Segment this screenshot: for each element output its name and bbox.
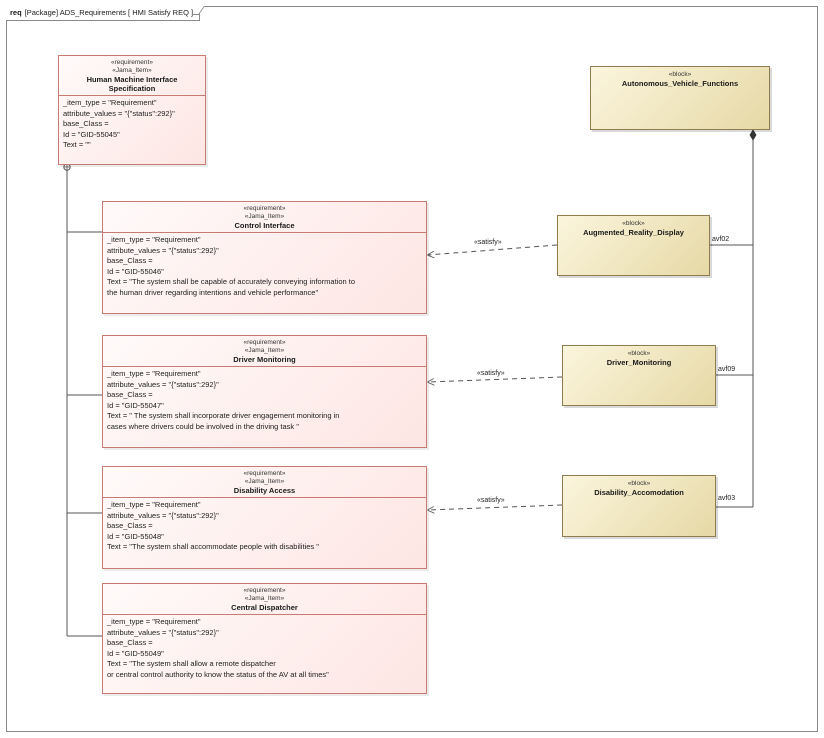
- requirement-attributes: _item_type = "Requirement" attribute_val…: [103, 615, 426, 682]
- stereotype-jama-item: «Jama_Item»: [244, 595, 285, 602]
- stereotype-block: «block»: [627, 350, 651, 357]
- stereotype-requirement: «requirement»: [111, 59, 153, 66]
- satisfy-line-control: [428, 244, 558, 255]
- attribute-line: base_Class =: [107, 390, 153, 399]
- attribute-line: _item_type = "Requirement": [63, 98, 157, 107]
- requirement-header: «requirement» «Jama_Item» Human Machine …: [59, 56, 205, 96]
- block-name: Augmented_Reality_Display: [583, 228, 684, 237]
- stereotype-jama-item: «Jama_Item»: [112, 67, 152, 74]
- stereotype-jama-item: «Jama_Item»: [244, 213, 285, 220]
- requirement-driver-monitoring[interactable]: «requirement» «Jama_Item» Driver Monitor…: [102, 335, 427, 448]
- requirement-name: Disability Access: [233, 486, 296, 495]
- block-augmented-reality-display[interactable]: «block» Augmented_Reality_Display: [557, 215, 710, 276]
- part-label-avf09: avf09: [718, 366, 736, 373]
- stereotype-jama-item: «Jama_Item»: [244, 478, 285, 485]
- attribute-line: Text = "The system shall accommodate peo…: [107, 542, 319, 551]
- frame-kind: req: [10, 8, 22, 17]
- stereotype-block: «block»: [668, 71, 692, 78]
- attribute-line: attribute_values = "{"status":292}": [107, 627, 219, 637]
- attribute-line: base_Class =: [107, 256, 153, 265]
- requirement-name: Human Machine Interface Specification: [86, 75, 178, 93]
- requirement-header: «requirement» «Jama_Item» Driver Monitor…: [103, 336, 426, 367]
- stereotype-block: «block»: [622, 220, 645, 227]
- requirement-header: «requirement» «Jama_Item» Central Dispat…: [103, 584, 426, 615]
- requirement-attributes: _item_type = "Requirement" attribute_val…: [59, 96, 205, 153]
- requirement-name: Driver Monitoring: [233, 355, 296, 364]
- stereotype-jama-item: «Jama_Item»: [244, 347, 285, 354]
- requirement-disability-access[interactable]: «requirement» «Jama_Item» Disability Acc…: [102, 466, 427, 569]
- attribute-line: _item_type = "Requirement": [107, 235, 201, 244]
- requirement-name: Control Interface: [234, 221, 295, 230]
- containment-tree: [66, 170, 102, 637]
- stereotype-requirement: «requirement»: [243, 205, 286, 212]
- requirement-attributes: _item_type = "Requirement" attribute_val…: [103, 498, 426, 555]
- diagram-frame: [6, 6, 818, 732]
- attribute-line: Id = "GID-55049": [107, 648, 164, 658]
- satisfy-line-disability: [428, 504, 563, 510]
- attribute-line: Text = "The system shall be capable of a…: [107, 277, 355, 286]
- requirement-hmi-specification[interactable]: «requirement» «Jama_Item» Human Machine …: [58, 55, 206, 165]
- requirement-attributes: _item_type = "Requirement" attribute_val…: [103, 367, 426, 434]
- attribute-line: Text = " The system shall incorporate dr…: [107, 411, 340, 420]
- attribute-line: Id = "GID-55048": [107, 531, 164, 541]
- block-name: Disability_Accomodation: [594, 488, 684, 497]
- attribute-line: Id = "GID-55047": [107, 400, 164, 410]
- attribute-line: Id = "GID-55045": [63, 129, 120, 139]
- satisfy-dependencies: [428, 244, 563, 510]
- part-associations: [710, 133, 754, 508]
- satisfy-label: «satisfy»: [477, 370, 505, 377]
- attribute-line: Id = "GID-55046": [107, 266, 164, 276]
- block-driver-monitoring[interactable]: «block» Driver_Monitoring: [562, 345, 716, 406]
- attribute-line: base_Class =: [107, 638, 153, 647]
- requirement-name: Central Dispatcher: [231, 603, 298, 612]
- attribute-line: base_Class =: [63, 119, 109, 128]
- attribute-line: base_Class =: [107, 521, 153, 530]
- attribute-line: cases where drivers could be involved in…: [107, 421, 299, 431]
- attribute-line: _item_type = "Requirement": [107, 369, 201, 378]
- block-disability-accomodation[interactable]: «block» Disability_Accomodation: [562, 475, 716, 537]
- attribute-line: or central control authority to know the…: [107, 669, 329, 679]
- block-name: Driver_Monitoring: [606, 358, 672, 367]
- attribute-line: _item_type = "Requirement": [107, 617, 201, 626]
- satisfy-label: «satisfy»: [477, 497, 505, 504]
- requirement-control-interface[interactable]: «requirement» «Jama_Item» Control Interf…: [102, 201, 427, 314]
- attribute-line: attribute_values = "{"status":292}": [107, 379, 219, 389]
- stereotype-block: «block»: [627, 480, 651, 487]
- stereotype-requirement: «requirement»: [243, 587, 286, 594]
- requirement-header: «requirement» «Jama_Item» Control Interf…: [103, 202, 426, 233]
- attribute-line: Text = "The system shall allow a remote …: [107, 659, 276, 668]
- requirement-central-dispatcher[interactable]: «requirement» «Jama_Item» Central Dispat…: [102, 583, 427, 694]
- attribute-line: _item_type = "Requirement": [107, 500, 201, 509]
- composition-diamond: [749, 129, 757, 141]
- satisfy-line-driver: [428, 376, 563, 382]
- part-label-avf03: avf03: [718, 495, 736, 502]
- satisfy-label: «satisfy»: [474, 239, 502, 246]
- attribute-line: attribute_values = "{"status":292}": [107, 510, 219, 520]
- containment-cross: [64, 164, 70, 170]
- requirement-header: «requirement» «Jama_Item» Disability Acc…: [103, 467, 426, 498]
- frame-title: [Package] ADS_Requirements [ HMI Satisfy…: [24, 8, 194, 17]
- attribute-line: the human driver regarding intentions an…: [107, 287, 319, 297]
- attribute-line: Text = "": [63, 140, 91, 149]
- requirement-attributes: _item_type = "Requirement" attribute_val…: [103, 233, 426, 300]
- stereotype-requirement: «requirement»: [243, 339, 286, 346]
- diagram-frame-tab: req[Package] ADS_Requirements [ HMI Sati…: [6, 6, 201, 21]
- part-label-avf02: avf02: [712, 236, 730, 243]
- attribute-line: attribute_values = "{"status":292}": [107, 245, 219, 255]
- block-autonomous-vehicle-functions[interactable]: «block» Autonomous_Vehicle_Functions: [590, 66, 770, 130]
- attribute-line: attribute_values = "{"status":292}": [63, 108, 175, 118]
- block-name: Autonomous_Vehicle_Functions: [621, 79, 739, 88]
- stereotype-requirement: «requirement»: [243, 470, 286, 477]
